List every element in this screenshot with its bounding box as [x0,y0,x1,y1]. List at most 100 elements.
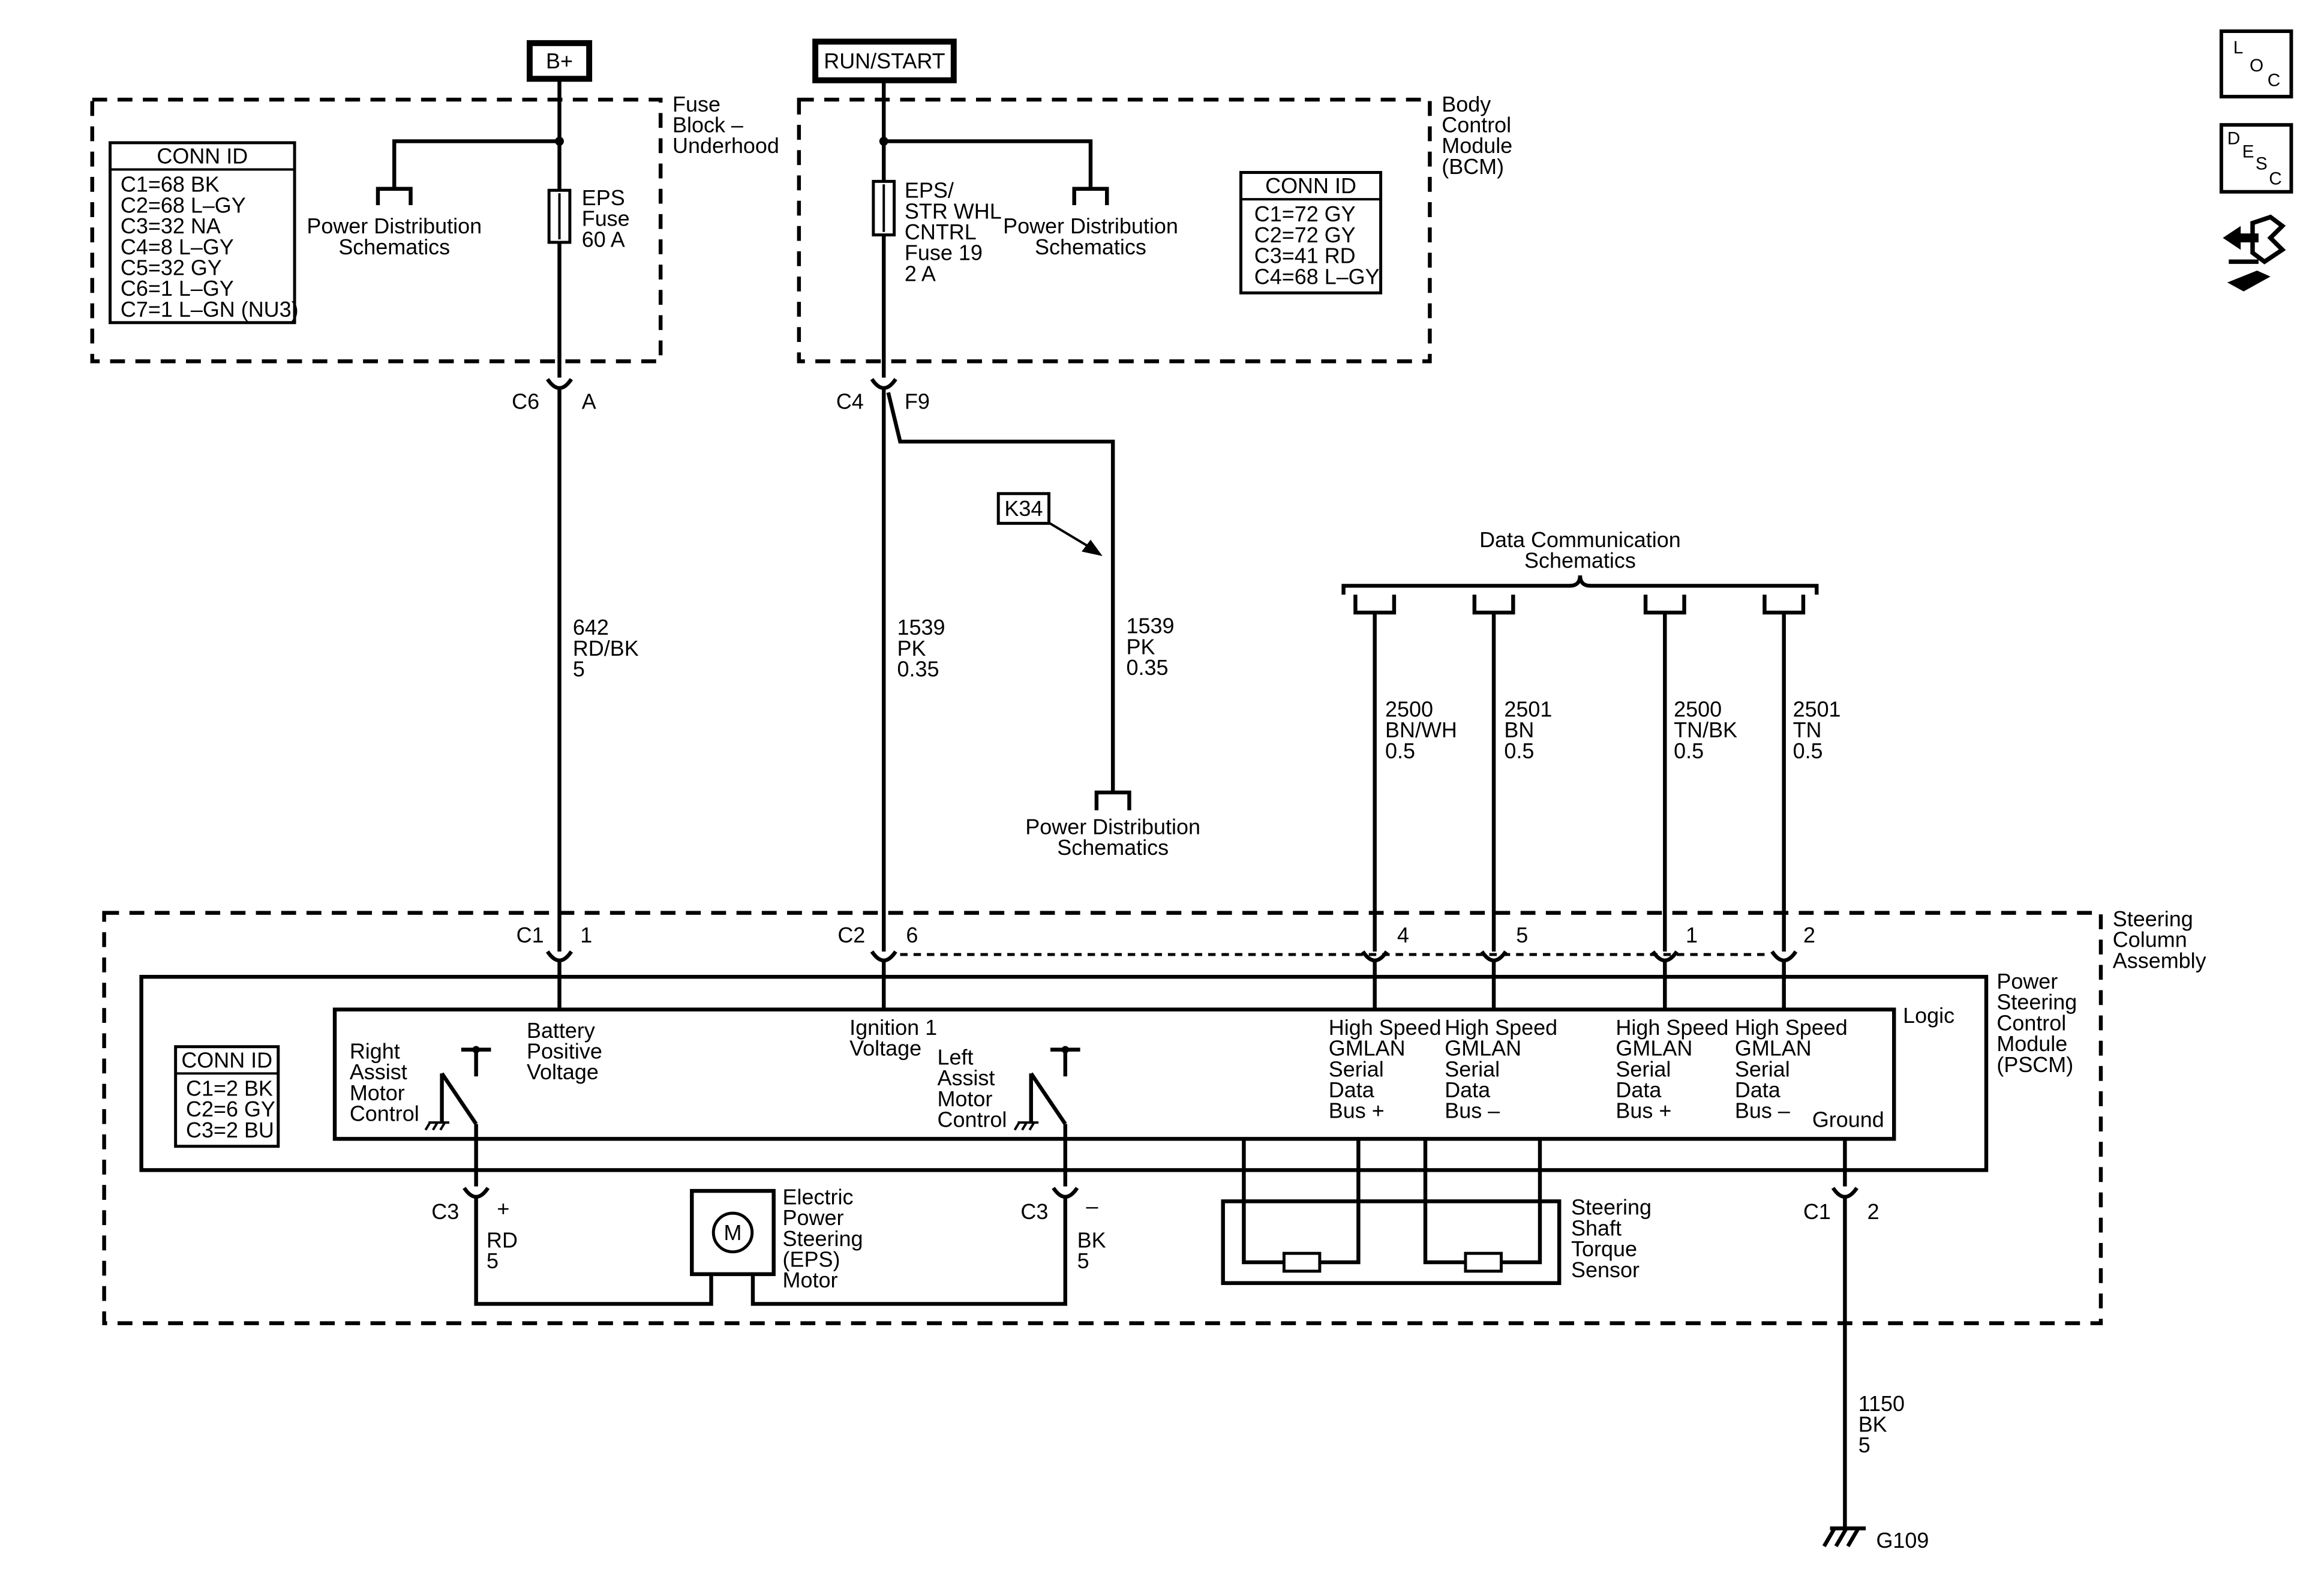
svg-text:RD: RD [487,1227,518,1252]
svg-text:Voltage: Voltage [849,1036,921,1061]
svg-text:Underhood: Underhood [672,133,779,158]
svg-text:4: 4 [1397,923,1409,947]
ground-label: Ground [1812,1107,1884,1132]
svg-text:2500: 2500 [1674,697,1722,722]
torque-sensor-symbol [1221,1139,1562,1285]
svg-text:Block –: Block – [672,113,743,137]
svg-text:Schematics: Schematics [338,235,450,259]
svg-text:Bus –: Bus – [1735,1098,1790,1123]
svg-text:C1=68 BK: C1=68 BK [121,172,220,197]
svg-text:GMLAN: GMLAN [1329,1036,1406,1061]
svg-text:O: O [2250,56,2263,76]
svg-text:BK: BK [1077,1227,1106,1252]
svg-text:Schematics: Schematics [1057,835,1169,860]
svg-text:C1=2 BK: C1=2 BK [186,1076,273,1100]
svg-text:1539: 1539 [897,615,945,640]
pscm-c1-pin2: C1 2 [1803,1187,1879,1529]
desc-icon[interactable]: D E S C [2219,123,2293,194]
svg-text:Data Communication: Data Communication [1479,527,1681,552]
svg-text:5: 5 [487,1248,499,1273]
svg-text:B+: B+ [546,49,573,73]
svg-text:Serial: Serial [1445,1056,1500,1081]
svg-text:–: – [1086,1193,1098,1218]
svg-text:C6: C6 [512,389,539,414]
svg-text:Control: Control [1996,1010,2066,1035]
svg-text:Column: Column [2113,927,2187,952]
svg-text:Voltage: Voltage [527,1059,599,1084]
svg-text:Data: Data [1735,1077,1780,1102]
pscm-conn-id-table: CONN ID C1=2 BK C2=6 GY C3=2 BU [174,1045,280,1148]
svg-text:Schematics: Schematics [1035,235,1146,259]
svg-text:S: S [2256,154,2268,174]
svg-text:Motor: Motor [937,1086,992,1111]
svg-text:5: 5 [573,657,585,682]
fuse-block-conn-id-table: CONN ID C1=68 BK C2=68 L–GY C3=32 NA C4=… [109,141,299,325]
svg-text:+: + [497,1196,509,1221]
ignition-source: RUN/START [812,38,957,83]
svg-text:642: 642 [573,615,609,640]
svg-text:BN/WH: BN/WH [1385,718,1457,742]
svg-text:Control: Control [1442,113,1511,137]
eps-fuse-label: EPS Fuse 60 A [582,185,630,251]
data-communication-ref[interactable]: Data Communication Schematics [1479,527,1681,573]
svg-text:STR WHL: STR WHL [905,199,1002,223]
svg-text:Steering: Steering [1571,1195,1652,1220]
svg-text:C3: C3 [1020,1199,1048,1224]
loc-icon[interactable]: L O C [2219,29,2293,99]
svg-text:C2=6 GY: C2=6 GY [186,1097,275,1121]
svg-text:PK: PK [1126,634,1155,659]
svg-text:1539: 1539 [1126,614,1174,638]
svg-text:C6=1 L–GY: C6=1 L–GY [121,276,234,301]
svg-text:C1=72 GY: C1=72 GY [1254,202,1356,226]
data-comm-stub-4 [1762,595,1806,952]
svg-text:Battery: Battery [527,1018,595,1043]
connector-icon[interactable] [2223,214,2286,292]
svg-text:BN: BN [1504,718,1534,742]
k34-option-badge: K34 [996,492,1050,525]
pscm-c3-neg: C3 – [750,1187,1098,1306]
fuse-block-power-distribution-ref[interactable]: Power Distribution Schematics [307,214,482,259]
bcm-power-distribution-ref[interactable]: Power Distribution Schematics [1003,214,1178,259]
svg-text:2: 2 [1867,1199,1879,1224]
svg-text:Fuse: Fuse [582,206,630,231]
svg-text:L: L [2233,38,2244,58]
svg-text:2: 2 [1803,923,1815,947]
svg-text:Control: Control [937,1107,1007,1132]
svg-text:CONN ID: CONN ID [1265,173,1356,198]
svg-text:High Speed: High Speed [1329,1015,1442,1040]
steering-column-label: Steering Column Assembly [2113,906,2206,972]
wire-1539-branch-label: 1539 PK 0.35 [1126,614,1174,680]
svg-text:Power Distribution: Power Distribution [1025,814,1200,839]
svg-text:Positive: Positive [527,1039,602,1064]
can-bus-plus-label-2: High Speed GMLAN Serial Data Bus + [1616,1015,1728,1123]
svg-text:Assembly: Assembly [2113,948,2206,972]
battery-positive-voltage-label: Battery Positive Voltage [527,1018,602,1084]
power-distribution-ref-bottom[interactable]: Power Distribution Schematics [1025,814,1200,860]
svg-text:C4=8 L–GY: C4=8 L–GY [121,235,234,259]
svg-text:CONN ID: CONN ID [157,144,248,169]
svg-text:C3: C3 [431,1199,459,1224]
data-comm-stub-1 [1353,595,1397,952]
can-bus-plus-label-1: High Speed GMLAN Serial Data Bus + [1329,1015,1442,1123]
svg-text:2501: 2501 [1793,697,1841,722]
svg-text:TN/BK: TN/BK [1674,718,1737,742]
svg-text:Module: Module [1442,133,1512,158]
svg-text:Right: Right [350,1039,400,1064]
fuse-block-label: Fuse Block – Underhood [672,92,779,158]
svg-text:K34: K34 [1004,496,1043,521]
svg-text:M: M [724,1220,742,1245]
left-assist-motor-control-label: Left Assist Motor Control [937,1044,1007,1131]
c4-connector: C4 F9 [836,378,930,952]
svg-text:Torque: Torque [1571,1236,1637,1261]
wire-1150-label: 1150 BK 5 [1858,1391,1905,1457]
svg-text:High Speed: High Speed [1616,1015,1728,1040]
g109-label: G109 [1876,1528,1929,1553]
pscm-c1-pin1: C1 1 [517,923,592,1010]
svg-text:Power: Power [783,1205,844,1230]
torque-sensor-label: Steering Shaft Torque Sensor [1571,1195,1652,1282]
pscm-label: Power Steering Control Module (PSCM) [1996,969,2077,1077]
svg-text:60 A: 60 A [582,227,625,251]
wire-642-label: 642 RD/BK 5 [573,615,639,681]
svg-text:CONN ID: CONN ID [181,1047,272,1072]
